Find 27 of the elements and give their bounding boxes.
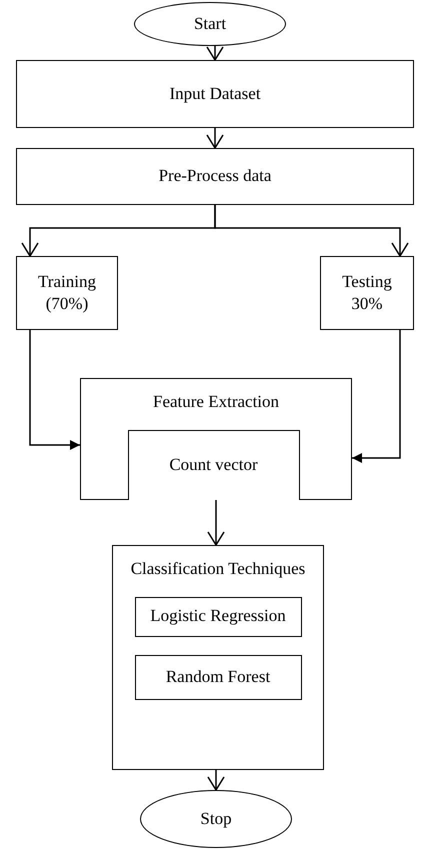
process-box [134,596,302,636]
arrow [206,128,224,149]
node-label: Random Forest [164,666,272,688]
process-box [112,545,324,770]
node-label: Training (70%) [37,270,97,315]
process-box [80,378,352,500]
node-label: Feature Extraction [152,391,280,413]
arrow [352,330,401,463]
arrow [207,500,225,546]
arrow [214,205,409,257]
arrow [207,770,225,791]
node-label: Stop [199,808,233,830]
node-label: Testing 30% [341,270,393,315]
process-box [16,60,414,128]
process-box [134,654,302,700]
process-box [16,256,118,330]
node-label: Classification Techniques [130,558,306,580]
process-box [128,430,300,500]
node-label: Start [192,12,228,35]
node-label: Input Dataset [168,82,262,105]
node-label: Count vector [168,454,259,476]
node-label: Pre-Process data [158,165,272,188]
arrow [29,330,80,450]
process-box [320,256,414,330]
node-label: Logistic Regression [149,605,287,628]
arrow [206,46,224,61]
process-box [16,148,414,205]
